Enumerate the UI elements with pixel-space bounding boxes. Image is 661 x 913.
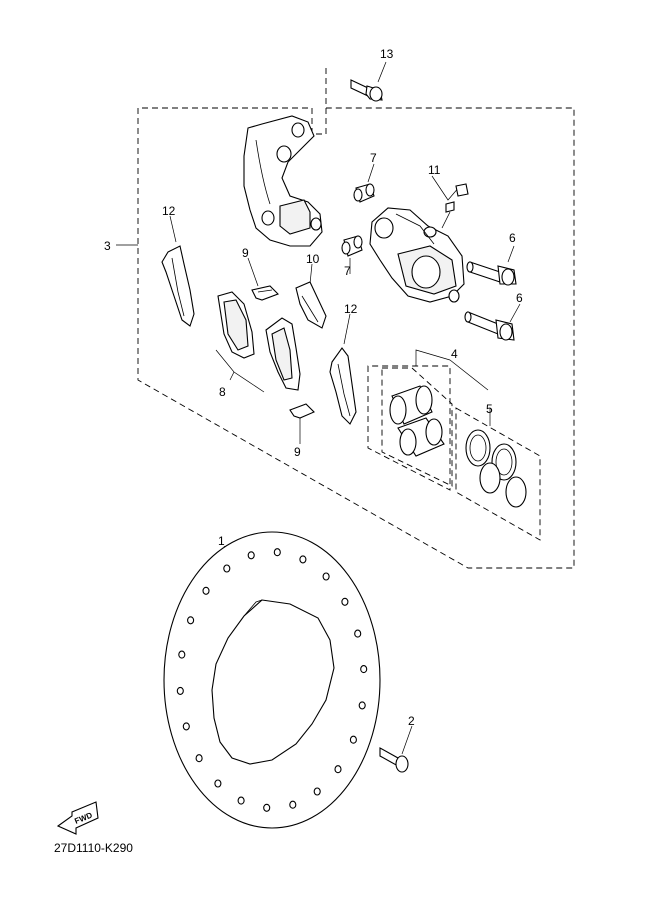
callout-9-lower: 9: [294, 445, 301, 459]
part-8-pad-left: [217, 291, 255, 359]
disc-drill-hole: [178, 650, 186, 659]
diagram-code: 27D1110-K290: [54, 841, 133, 855]
part-1-disc-holes: [176, 548, 368, 812]
caliper-assembly-boundary: [137, 68, 575, 569]
part-6-bolt-upper: [466, 245, 517, 286]
disc-drill-hole: [358, 701, 366, 710]
part-7-boot-upper: [353, 163, 375, 203]
part-13-bolt: [350, 61, 387, 102]
disc-drill-hole: [322, 572, 330, 581]
part-1-brake-disc: [163, 531, 381, 829]
part-7-boot-lower: [341, 235, 363, 274]
callout-13: 13: [380, 47, 394, 61]
callout-6-upper: 6: [509, 231, 516, 245]
disc-drill-hole: [182, 722, 190, 731]
part-12-spring-right: [329, 313, 357, 425]
callout-2: 2: [408, 714, 415, 728]
part-11-bleed-screw: [431, 175, 469, 229]
disc-drill-hole: [313, 787, 321, 796]
callout-10: 10: [306, 252, 320, 266]
disc-drill-hole: [263, 803, 271, 812]
disc-drill-hole: [223, 564, 231, 573]
disc-drill-hole: [195, 754, 203, 763]
disc-drill-hole: [247, 551, 255, 560]
disc-drill-hole: [214, 779, 222, 788]
disc-drill-hole: [187, 616, 195, 625]
disc-drill-hole: [289, 800, 297, 809]
disc-drill-hole: [176, 686, 184, 695]
caliper-body: [369, 207, 465, 303]
part-8-pad-right: [265, 317, 301, 391]
part-9-shim-lower: [289, 403, 315, 444]
disc-drill-hole: [334, 765, 342, 774]
callout-7-lower: 7: [344, 264, 351, 278]
disc-drill-hole: [273, 548, 281, 557]
callout-9-upper: 9: [242, 246, 249, 260]
callout-12-right: 12: [344, 302, 358, 316]
callout-3: 3: [104, 239, 111, 253]
part-2-disc-bolt: [379, 725, 413, 773]
part-5-seals: [465, 408, 527, 508]
part-4-pistons: [389, 349, 489, 457]
callout-5: 5: [486, 402, 493, 416]
part-9-shim-upper: [247, 257, 279, 301]
callout-6-lower: 6: [516, 291, 523, 305]
disc-drill-hole: [237, 796, 245, 805]
disc-drill-hole: [202, 586, 210, 595]
caliper-bracket: [243, 115, 323, 247]
fwd-arrow-icon: [56, 801, 99, 835]
disc-drill-hole: [354, 629, 362, 638]
callout-8: 8: [219, 385, 226, 399]
part-10-pad-plate: [295, 263, 327, 329]
disc-drill-hole: [360, 665, 368, 674]
disc-drill-hole: [341, 597, 349, 606]
part-6-bolt-lower: [464, 303, 521, 341]
disc-drill-hole: [299, 555, 307, 564]
callout-4: 4: [451, 347, 458, 361]
part-12-spring-left: [161, 215, 195, 327]
callout-7-upper: 7: [370, 151, 377, 165]
callout-11: 11: [428, 163, 441, 177]
callout-12-left: 12: [162, 204, 176, 218]
disc-drill-hole: [349, 735, 357, 744]
callout-1: 1: [218, 534, 225, 548]
